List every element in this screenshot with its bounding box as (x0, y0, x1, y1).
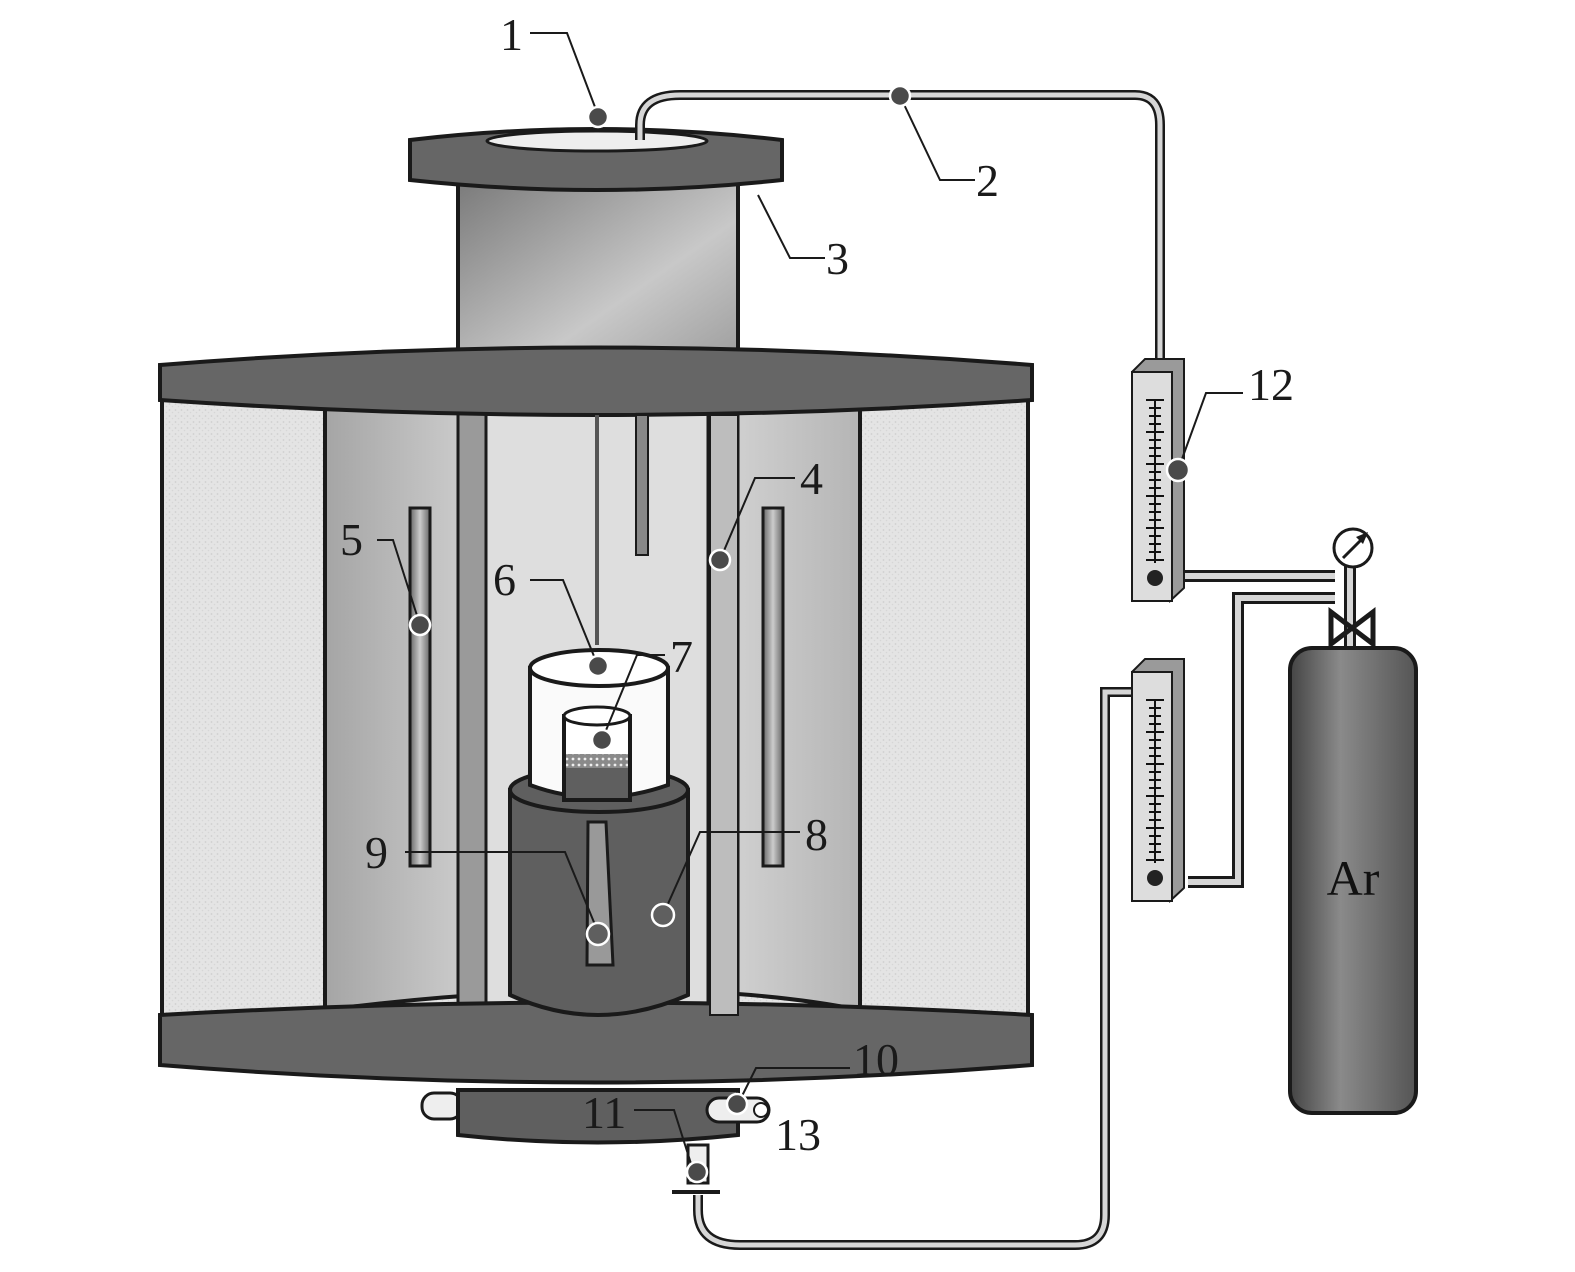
label-8: 8 (805, 809, 828, 860)
graphite-holder-8 (508, 766, 690, 1017)
bottom-flange (420, 1088, 771, 1194)
label-7: 7 (670, 631, 693, 682)
label-12: 12 (1248, 359, 1294, 410)
label-1: 1 (500, 9, 523, 60)
label-11: 11 (582, 1087, 626, 1138)
thermocouple-tube-4 (709, 414, 739, 1016)
label-5: 5 (340, 514, 363, 565)
argon-label: Ar (1327, 850, 1380, 906)
label-4: 4 (800, 453, 823, 504)
label-13: 13 (775, 1109, 821, 1160)
valve-icon (1328, 606, 1376, 650)
pressure-gauge-icon (1332, 527, 1374, 569)
top-tube-3 (408, 127, 784, 377)
label-3: 3 (826, 233, 849, 284)
markers (408, 84, 1191, 1184)
top-probe (635, 414, 649, 556)
inner-crucible-7 (562, 705, 632, 802)
number-labels: 1 2 3 4 5 6 7 8 9 10 11 12 13 (340, 9, 1294, 1160)
label-6: 6 (493, 554, 516, 605)
heating-rod-left (408, 506, 432, 868)
flowmeter-lower (1130, 658, 1185, 903)
label-2: 2 (976, 155, 999, 206)
heating-rod-right (761, 506, 785, 868)
flowmeter-upper-12 (1130, 358, 1185, 603)
label-10: 10 (853, 1034, 899, 1085)
argon-cylinder: Ar (1288, 646, 1418, 1115)
label-9: 9 (365, 827, 388, 878)
leader-lines (377, 32, 1243, 1171)
